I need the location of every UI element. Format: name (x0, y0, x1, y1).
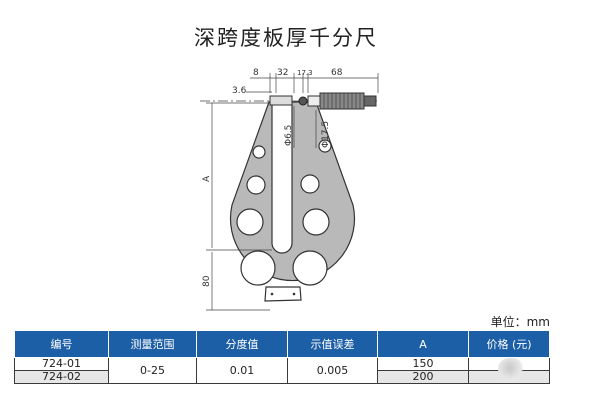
cell-division: 0.01 (196, 357, 288, 384)
frame-hole (240, 250, 276, 286)
table-row: 724-01 0-25 0.01 0.005 150 (14, 357, 550, 384)
header-range: 测量范围 (108, 330, 197, 358)
spec-table: 编号 测量范围 分度值 示值误差 A 价格 (元) 724-01 0-25 0.… (14, 330, 550, 384)
lock-knob (298, 96, 308, 106)
dim-phi-17-5: Φ17.5 (321, 121, 331, 148)
frame-slot (271, 103, 293, 254)
cell-code: 724-01 (14, 357, 109, 371)
page-title: 深跨度板厚千分尺 (194, 26, 378, 50)
cell-a: 150 (377, 357, 469, 371)
cell-a: 200 (377, 370, 469, 384)
price-blur-overlay (498, 358, 524, 380)
name-plate (264, 286, 302, 302)
unit-note: 单位：mm (490, 315, 550, 329)
frame-hole (252, 145, 266, 159)
dim-80: 80 (202, 275, 212, 287)
dim-a: A (202, 175, 212, 182)
frame-hole (236, 208, 264, 236)
cell-code: 724-02 (14, 370, 109, 384)
dim-phi-6-5: Φ6.5 (284, 125, 294, 146)
header-a: A (377, 330, 469, 358)
frame-hole (302, 208, 330, 236)
dim-3-6: 3.6 (232, 86, 247, 96)
header-price: 价格 (元) (468, 330, 550, 358)
table-header-row: 编号 测量范围 分度值 示值误差 A 价格 (元) (14, 330, 550, 358)
anvil (269, 95, 293, 106)
cell-error: 0.005 (287, 357, 378, 384)
dim-8: 8 (253, 68, 259, 78)
sleeve (307, 95, 321, 107)
dim-68: 68 (331, 68, 343, 78)
frame-hole (246, 175, 266, 195)
frame-hole (318, 139, 332, 153)
frame-hole (300, 174, 320, 194)
dim-32: 32 (277, 68, 288, 78)
cell-range: 0-25 (108, 357, 197, 384)
dim-17-3: 17.3 (297, 69, 313, 77)
ratchet (363, 95, 377, 107)
frame-hole (292, 250, 328, 286)
header-division: 分度值 (196, 330, 288, 358)
thimble (319, 92, 365, 110)
header-error: 示值误差 (287, 330, 378, 358)
header-code: 编号 (14, 330, 109, 358)
micrometer-drawing: 8 32 17.3 68 3.6 Φ6.5 Φ17.5 A 80 (200, 68, 379, 311)
